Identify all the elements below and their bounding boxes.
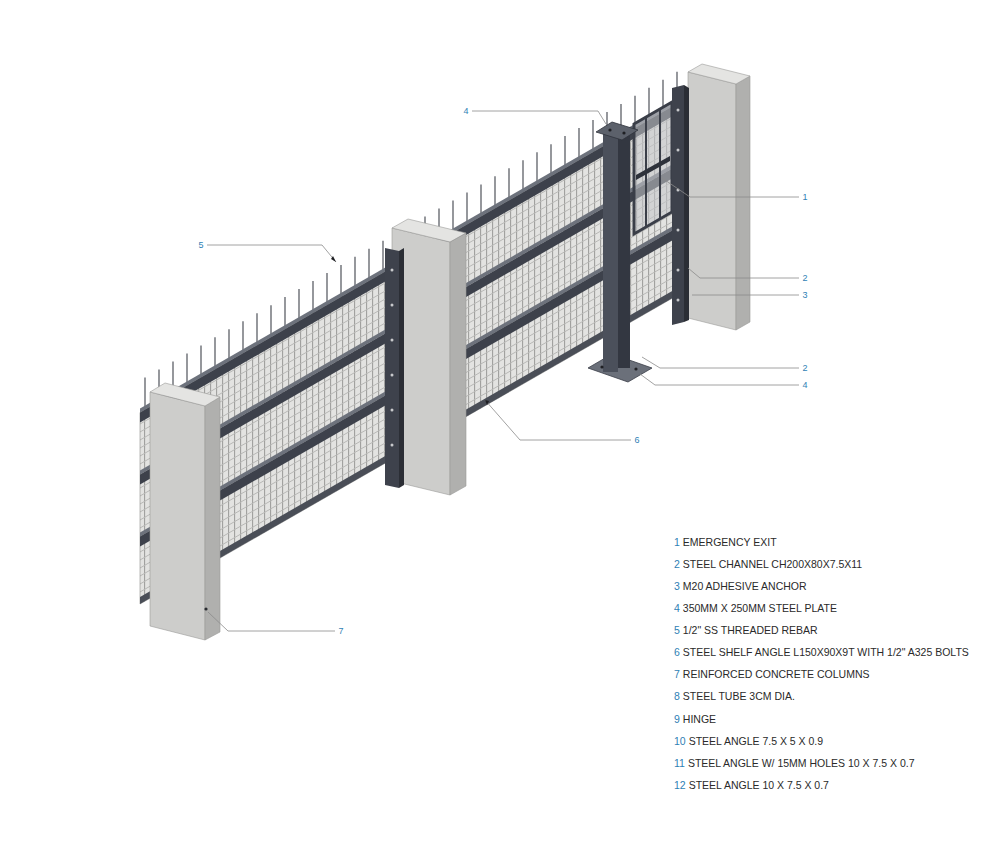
- part-name: 1/2" SS THREADED REBAR: [683, 625, 818, 636]
- list-number: 11: [674, 758, 685, 769]
- callout-number: 4: [463, 107, 468, 116]
- part-name: STEEL ANGLE W/ 15MM HOLES 10 X 7.5 X 0.7: [688, 758, 915, 769]
- list-number: 4: [674, 603, 680, 614]
- part-name: 350MM X 250MM STEEL PLATE: [683, 603, 837, 614]
- list-number: 5: [674, 625, 680, 636]
- callout-number: 1: [802, 193, 807, 202]
- part-name: STEEL SHELF ANGLE L150X90X9T WITH 1/2" A…: [683, 647, 969, 658]
- list-number: 8: [674, 691, 680, 702]
- callout-number: 5: [198, 241, 203, 250]
- leader-lines: [207, 111, 799, 631]
- callout-number: 3: [802, 291, 807, 300]
- concrete-column: [385, 219, 466, 495]
- list-number: 3: [674, 581, 680, 592]
- part-name: STEEL TUBE 3CM DIA.: [683, 691, 795, 702]
- emergency-exit: [634, 102, 672, 234]
- callout-number: 4: [802, 381, 807, 390]
- part-name: STEEL ANGLE 7.5 X 5 X 0.9: [689, 736, 823, 747]
- concrete-column: [150, 383, 220, 640]
- steel-channel-post: [588, 122, 652, 382]
- callout-number: 2: [802, 364, 807, 373]
- shelf-angle-rails: [140, 92, 690, 604]
- part-name: REINFORCED CONCRETE COLUMNS: [683, 669, 870, 680]
- mesh-panel: [140, 96, 690, 604]
- part-name: STEEL CHANNEL CH200X80X7.5X11: [683, 559, 862, 570]
- part-name: HINGE: [683, 714, 716, 725]
- leader-tips: [331, 256, 489, 405]
- callout-number: 2: [802, 274, 807, 283]
- list-number: 6: [674, 647, 680, 658]
- part-name: STEEL ANGLE 10 X 7.5 X 0.7: [689, 780, 829, 791]
- list-number: 1: [674, 537, 680, 548]
- list-number: 12: [674, 780, 686, 791]
- list-number: 7: [674, 669, 680, 680]
- list-number: 10: [674, 736, 686, 747]
- part-name: EMERGENCY EXIT: [683, 537, 777, 548]
- callout-number: 6: [634, 436, 639, 445]
- list-number: 9: [674, 714, 680, 725]
- list-number: 2: [674, 559, 680, 570]
- callout-number: 7: [338, 627, 343, 636]
- part-name: M20 ADHESIVE ANCHOR: [683, 581, 807, 592]
